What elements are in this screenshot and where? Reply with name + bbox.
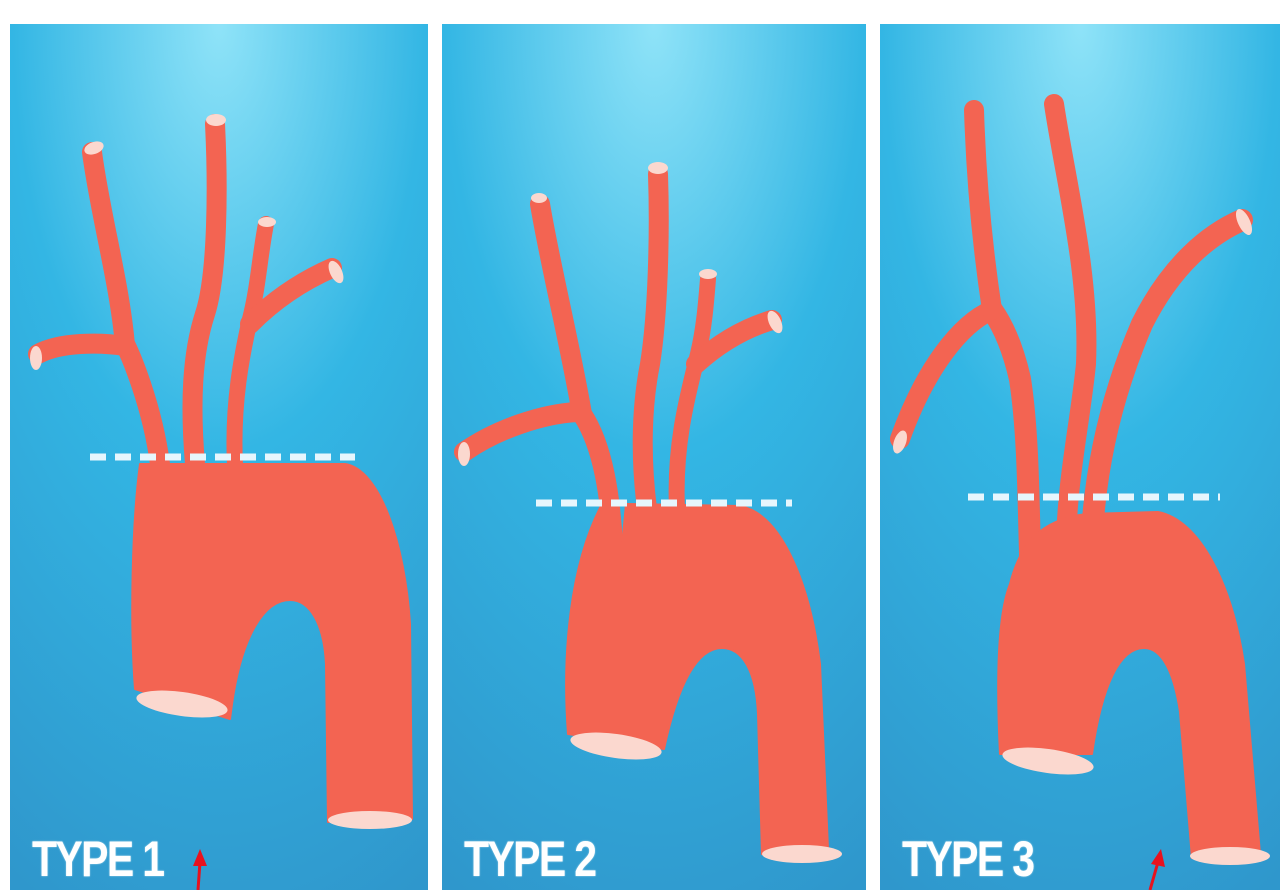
right-subclavian-artery	[38, 344, 125, 354]
aortic-arch-type-3-illustration	[880, 24, 1280, 890]
aortic-arch-type-1-illustration	[10, 24, 428, 890]
panel-type-1: TYPE 1	[10, 24, 428, 890]
panel-type-3: TYPE 3	[880, 24, 1280, 890]
panel-label: TYPE 2	[464, 834, 595, 884]
panel-label: TYPE 1	[32, 834, 163, 884]
panel-type-2: TYPE 2	[442, 24, 866, 890]
aortic-arch-type-2-illustration	[442, 24, 866, 890]
panel-label: TYPE 3	[902, 834, 1033, 884]
